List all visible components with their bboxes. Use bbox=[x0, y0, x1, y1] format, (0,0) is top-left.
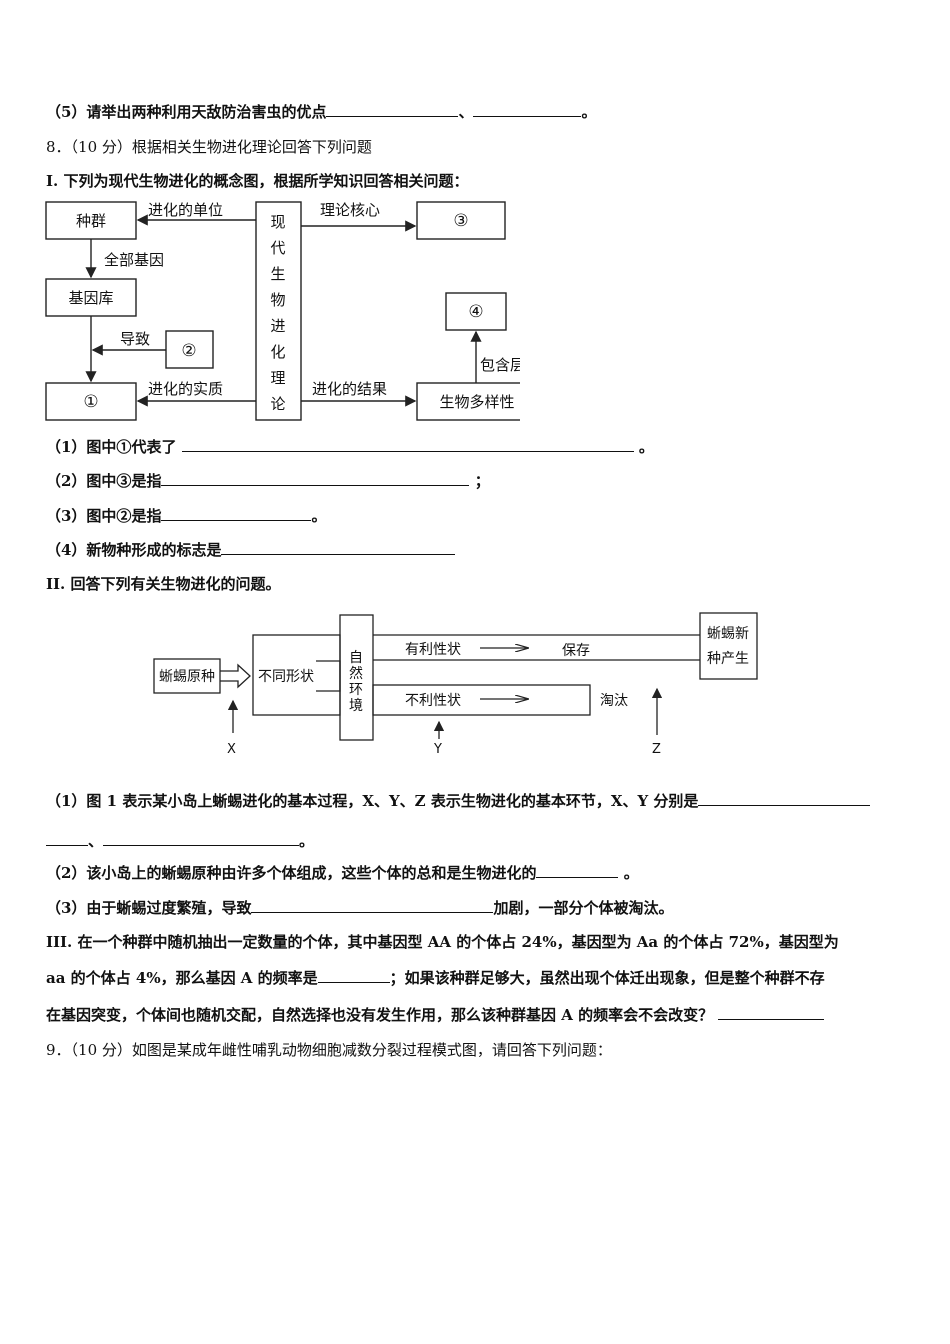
hollow-arrow bbox=[220, 663, 251, 689]
gene-pool-label: 基因库 bbox=[68, 289, 113, 307]
answer-blank[interactable] bbox=[161, 471, 470, 486]
center-char: 进 bbox=[270, 317, 285, 335]
part2-title: II. 回答下列有关生物进化的问题。 bbox=[46, 575, 281, 593]
q9-header: 9．（10 分）如图是某成年雌性哺乳动物细胞减数分裂过程模式图，请回答下列问题： bbox=[46, 1041, 612, 1059]
answer-blank[interactable] bbox=[103, 831, 300, 846]
unfavorable-box bbox=[372, 684, 591, 716]
answer-blank[interactable] bbox=[473, 102, 582, 117]
box-1-label: ① bbox=[83, 392, 98, 412]
nature-char: 然 bbox=[349, 665, 363, 682]
part1-title: I. 下列为现代生物进化的概念图，根据所学知识回答相关问题： bbox=[46, 172, 469, 190]
q7-5-line: （5）请举出两种利用天敌防治害虫的优点、。 bbox=[46, 102, 597, 121]
answer-blank[interactable] bbox=[326, 102, 459, 117]
part1-q3: （3）图中②是指。 bbox=[46, 506, 327, 525]
part1-q2: （2）图中③是指 ； bbox=[46, 471, 490, 490]
part2-q2: （2）该小岛上的蜥蜴原种由许多个体组成，这些个体的总和是生物进化的 。 bbox=[46, 863, 639, 882]
nature-box bbox=[339, 614, 374, 741]
essence-arrow-label: 进化的实质 bbox=[148, 380, 223, 398]
eliminate-label: 淘汰 bbox=[600, 693, 628, 709]
result-arrow-label: 进化的结果 bbox=[312, 380, 387, 398]
diversity-label: 生物多样性 bbox=[439, 393, 514, 411]
concept-map-diagram: 种群 基因库 ① ② ③ ④ 生物多样性 现 代 生 物 进 化 理 论 进化的… bbox=[45, 201, 520, 421]
answer-blank[interactable] bbox=[221, 540, 456, 555]
answer-blank[interactable] bbox=[317, 968, 390, 983]
new-species-box bbox=[699, 612, 758, 680]
population-label: 种群 bbox=[76, 212, 106, 230]
cause-arrow-label: 导致 bbox=[120, 330, 150, 348]
favorable-label: 有利性状 bbox=[405, 642, 461, 658]
x-label: X bbox=[227, 742, 236, 757]
box-4 bbox=[445, 292, 507, 331]
box-1 bbox=[45, 382, 137, 421]
unit-arrow-label: 进化的单位 bbox=[148, 201, 223, 219]
y-label: Y bbox=[433, 742, 442, 757]
part2-q1-cont: 、。 bbox=[46, 830, 314, 852]
part2-q3: （3）由于蜥蜴过度繁殖，导致加剧，一部分个体被淘汰。 bbox=[46, 898, 674, 917]
part1-q4: （4）新物种形成的标志是 bbox=[46, 539, 456, 561]
answer-blank[interactable] bbox=[718, 1005, 825, 1020]
center-char: 物 bbox=[270, 291, 285, 309]
center-char: 现 bbox=[270, 213, 285, 231]
center-char: 生 bbox=[270, 265, 285, 283]
center-char: 化 bbox=[270, 343, 285, 361]
new-species-line: 种产生 bbox=[707, 651, 749, 667]
answer-blank[interactable] bbox=[46, 831, 88, 846]
nature-char: 环 bbox=[349, 682, 363, 698]
part2-q1: （1）图 1 表示某小岛上蜥蜴进化的基本过程，X、Y、Z 表示生物进化的基本环节… bbox=[46, 790, 871, 812]
answer-blank[interactable] bbox=[161, 506, 312, 521]
answer-blank[interactable] bbox=[698, 791, 871, 806]
center-char: 代 bbox=[270, 239, 285, 257]
answer-blank[interactable] bbox=[181, 437, 634, 452]
origin-label: 蜥蜴原种 bbox=[159, 669, 215, 685]
diff-label: 不同形状 bbox=[258, 669, 314, 685]
part3-line1: III. 在一个种群中随机抽出一定数量的个体，其中基因型 AA 的个体占 24%… bbox=[46, 933, 839, 951]
part3-line2: aa 的个体占 4%，那么基因 A 的频率是；如果该种群足够大，虽然出现个体迁出… bbox=[46, 968, 825, 987]
diversity-box bbox=[416, 382, 520, 421]
nature-char: 境 bbox=[349, 698, 363, 714]
center-char: 论 bbox=[270, 395, 285, 413]
part3-line3: 在基因突变，个体间也随机交配，自然选择也没有发生作用，那么该种群基因 A 的频率… bbox=[46, 1004, 825, 1026]
box-4-label: ④ bbox=[468, 302, 483, 322]
part1-q1: （1）图中①代表了 。 bbox=[46, 437, 654, 456]
core-arrow-label: 理论核心 bbox=[320, 201, 380, 219]
levels-arrow-label: 包含层次 bbox=[480, 356, 520, 374]
answer-blank[interactable] bbox=[536, 863, 619, 878]
new-species-line: 蜥蜴新 bbox=[707, 626, 749, 642]
q8-header: 8．（10 分）根据相关生物进化理论回答下列问题 bbox=[46, 138, 372, 156]
keep-label: 保存 bbox=[562, 643, 590, 659]
box-3-label: ③ bbox=[453, 211, 468, 231]
box-3 bbox=[416, 201, 506, 240]
z-label: Z bbox=[652, 742, 661, 757]
origin-box bbox=[153, 658, 221, 694]
answer-blank[interactable] bbox=[251, 898, 494, 913]
nature-char: 自 bbox=[349, 650, 363, 666]
unfavorable-label: 不利性状 bbox=[405, 693, 461, 709]
all-genes-arrow-label: 全部基因 bbox=[104, 251, 164, 269]
center-theory-box bbox=[255, 201, 302, 421]
q7-5-text: （5）请举出两种利用天敌防治害虫的优点 bbox=[46, 103, 327, 121]
center-char: 理 bbox=[270, 369, 285, 387]
box-2-label: ② bbox=[181, 341, 196, 361]
lizard-evolution-diagram: 蜥蜴原种 不同形状 自 然 环 境 有利性状 保存 不利性状 淘汰 蜥蜴新 种产… bbox=[153, 612, 758, 757]
